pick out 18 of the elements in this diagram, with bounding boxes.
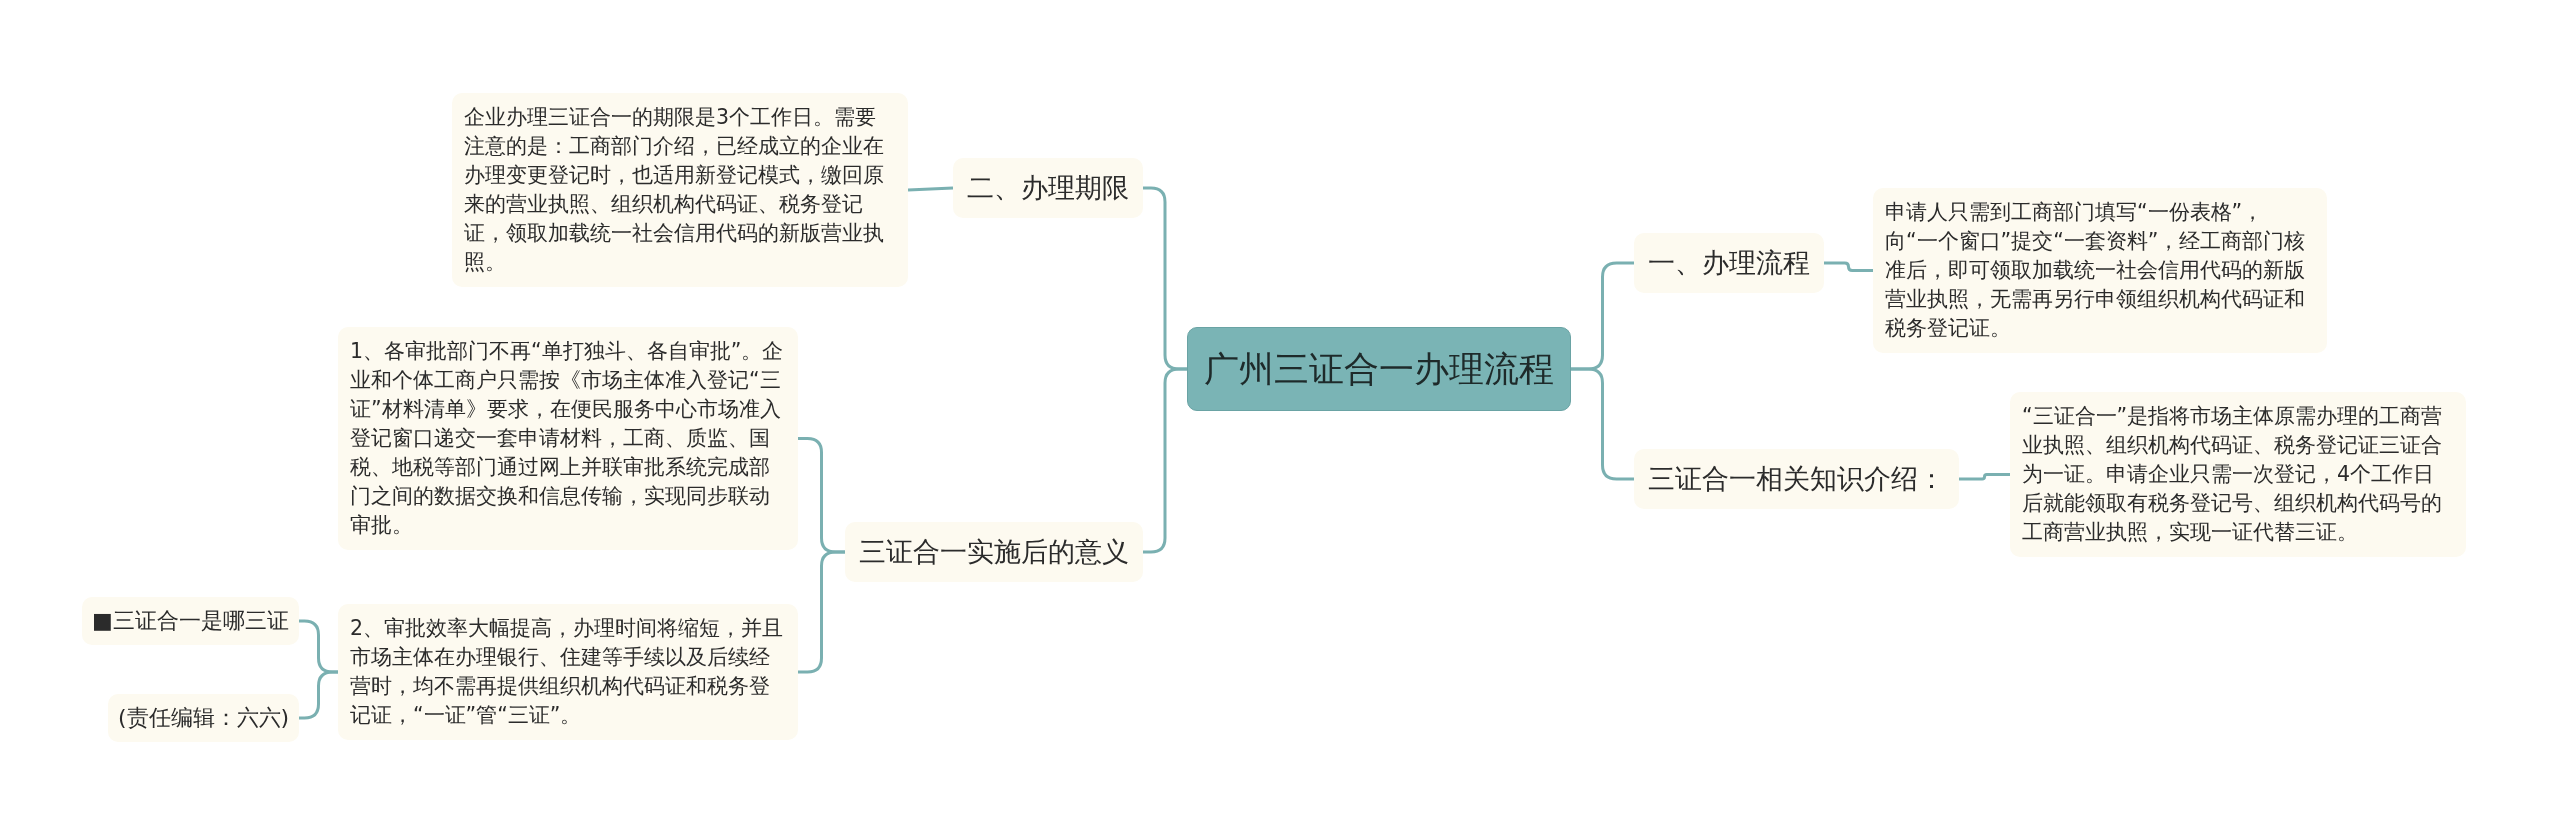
topic-box: 三证合一相关知识介绍： xyxy=(1634,449,1959,509)
topic-box: 一、办理流程 xyxy=(1634,233,1824,293)
text-box: 申请人只需到工商部门填写“一份表格”，向“一个窗口”提交“一套资料”，经工商部门核准后，即可领取加载统一社会信用代码的新版营业执照，无需再另行申领组织机构代码证和税务登记证。 xyxy=(1873,188,2327,353)
topic-box: 二、办理期限 xyxy=(953,158,1143,218)
connector xyxy=(907,186,954,192)
text-box: (责任编辑：六六) xyxy=(108,694,300,742)
central-topic-box: 广州三证合一办理流程 xyxy=(1187,327,1571,411)
text-box: ■三证合一是哪三证 xyxy=(82,597,299,645)
text-box: 1、各审批部门不再“单打独斗、各自审批”。企业和个体工商户只需按《市场主体准入登记“三证”材料清单》要求，在便民服务中心市场准入登记窗口递交一套申请材料，工商、质监、国税、地税等部门通过网上并联审批系统完成部门之间的数据交换和信息传输，实现同步联动审批。 xyxy=(338,327,798,550)
text-box: 企业办理三证合一的期限是3个工作日。需要注意的是：工商部门介绍，已经成立的企业在办理变更登记时，也适用新登记模式，缴回原来的营业执照、组织机构代码证、税务登记证，领取加载统一社会信用代码的新版营业执照。 xyxy=(452,93,908,287)
connector xyxy=(1959,473,2010,481)
text-box: “三证合一”是指将市场主体原需办理的工商营业执照、组织机构代码证、税务登记证三证合为一证。申请企业只需一次登记，4个工作日后就能领取有税务登记号、组织机构代码号的工商营业执照，实现一证代替三证。 xyxy=(2010,392,2466,557)
connector xyxy=(798,550,845,674)
connector xyxy=(299,670,338,720)
connector xyxy=(1824,261,1873,272)
topic-box: 三证合一实施后的意义 xyxy=(845,522,1143,582)
connector xyxy=(1143,367,1187,554)
text-box: 2、审批效率大幅提高，办理时间将缩短，并且市场主体在办理银行、住建等手续以及后续经营时，均不需再提供组织机构代码证和税务登记证，“一证”管“三证”。 xyxy=(338,604,798,740)
